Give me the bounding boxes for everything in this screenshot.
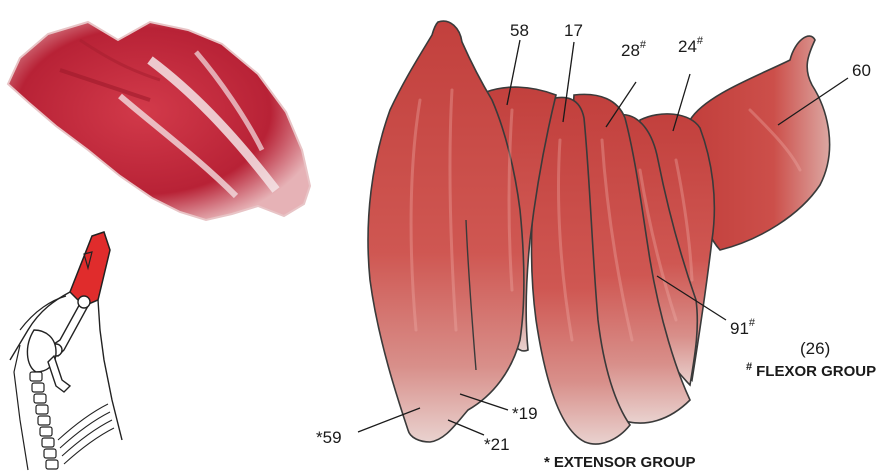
label-91: 91# bbox=[730, 317, 756, 338]
raw-meat-photo bbox=[8, 22, 310, 220]
label-24: 24# bbox=[678, 35, 704, 56]
muscle-59 bbox=[368, 21, 524, 442]
legend-extensor: *EXTENSOR GROUP bbox=[544, 454, 696, 471]
legend-flexor: #FLEXOR GROUP bbox=[746, 361, 876, 380]
label-28: 28# bbox=[621, 39, 647, 60]
label-58: 58 bbox=[510, 21, 529, 40]
label-19: *19 bbox=[512, 404, 538, 423]
label-17: 17 bbox=[564, 21, 583, 40]
muscle-illustration bbox=[368, 21, 830, 444]
label-26: (26) bbox=[800, 339, 830, 358]
label-59: *59 bbox=[316, 428, 342, 447]
label-21: *21 bbox=[484, 435, 510, 454]
carcass-location-diagram bbox=[10, 232, 122, 470]
label-60: 60 bbox=[852, 61, 871, 80]
highlighted-cut-region bbox=[70, 232, 110, 306]
